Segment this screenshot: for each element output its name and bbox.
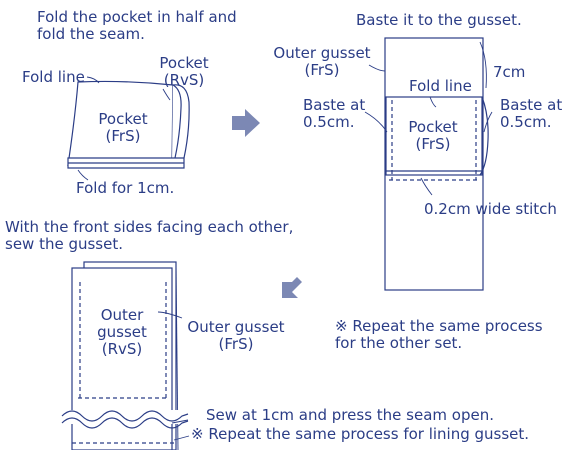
seam-wave-lines	[60, 410, 190, 444]
baste-right-label: Baste at 0.5cm.	[500, 96, 563, 131]
step2-leader-lines	[364, 41, 493, 196]
length-7cm-label: 7cm	[493, 63, 526, 81]
fold-line-label: Fold line	[22, 68, 85, 86]
outer-gusset-frs-top-label: Outer gusset (FrS)	[273, 44, 371, 79]
step3-instruction: With the front sides facing each other, …	[5, 218, 294, 253]
arrow-down-left-icon	[282, 277, 302, 298]
pocket-frs-basted-label: Pocket (FrS)	[408, 118, 458, 153]
sew-note: Sew at 1cm and press the seam open.	[206, 406, 494, 424]
pocket-frs-label: Pocket (FrS)	[98, 110, 148, 145]
arrow-right-icon	[232, 109, 260, 137]
lining-note: ※ Repeat the same process for lining gus…	[191, 425, 530, 443]
pocket-rvs-label: Pocket (RvS)	[159, 54, 209, 89]
step1-leader-lines	[77, 76, 171, 181]
outer-gusset-rvs-label: Outer gusset (RvS)	[97, 306, 147, 358]
basted-pocket-figure	[385, 96, 489, 181]
stitch-label: 0.2cm wide stitch	[424, 200, 557, 218]
baste-left-label: Baste at 0.5cm.	[303, 96, 366, 131]
step1-instruction: Fold the pocket in half and fold the sea…	[37, 8, 237, 43]
outer-gusset-frs-label: Outer gusset (FrS)	[187, 318, 285, 353]
pocket-fold-line-label: Fold line	[409, 77, 472, 95]
repeat-note: ※ Repeat the same process for the other …	[335, 317, 543, 352]
step2-instruction: Baste it to the gusset.	[356, 11, 522, 29]
fold-label: Fold for 1cm.	[76, 179, 175, 197]
folded-pocket-figure	[67, 80, 190, 169]
